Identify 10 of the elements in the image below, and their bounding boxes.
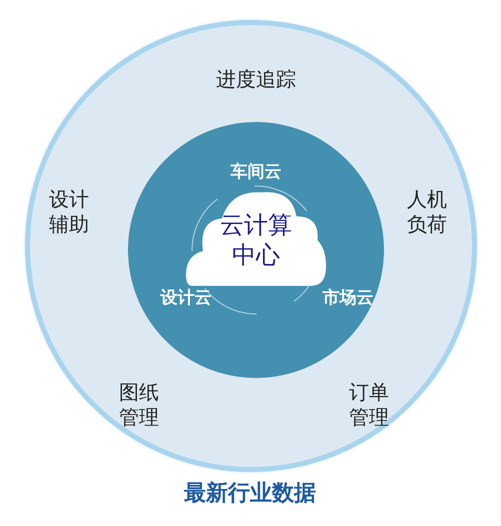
ring-label: 进度追踪 [215,67,297,92]
ring-label: 图纸管理 [118,380,160,430]
caption: 最新行业数据 [183,480,317,508]
cloud-label: 市场云 [322,288,374,310]
ring-label: 设计辅助 [48,187,90,237]
cloud-label: 车间云 [230,162,282,184]
ring-label: 订单管理 [348,380,390,430]
cloud-label: 设计云 [159,288,212,310]
center-title: 云计算中心 [219,210,293,270]
ring-label: 人机负荷 [406,187,448,237]
